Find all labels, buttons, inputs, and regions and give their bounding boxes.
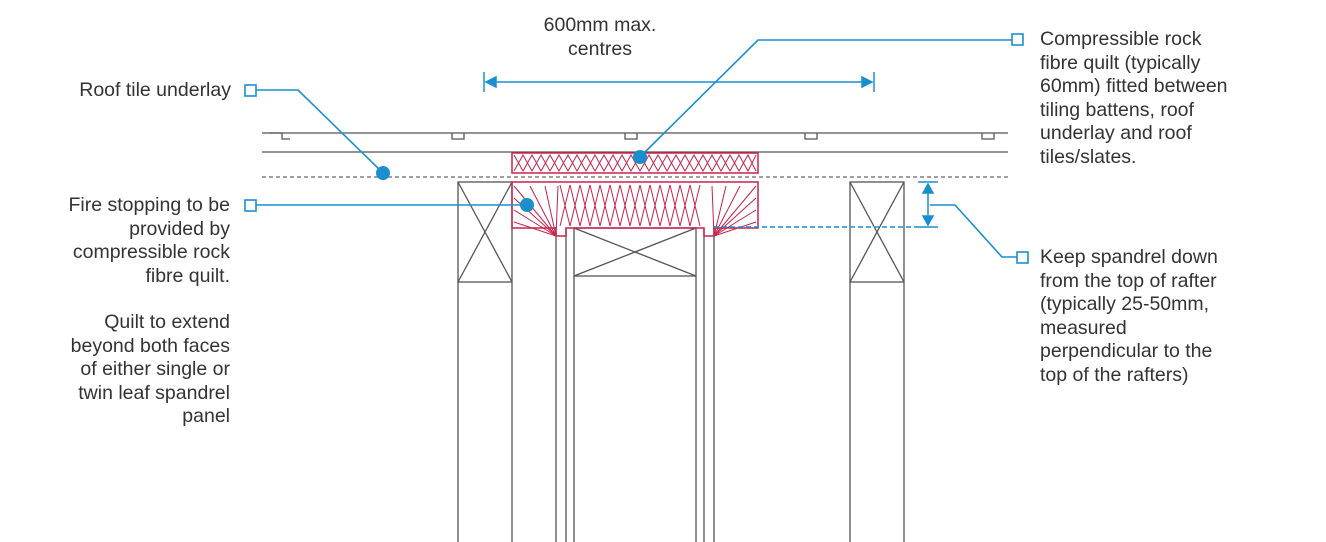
spacing-label: 600mm max. centres: [510, 14, 690, 61]
rock-fibre-quilt-label-line: fibre quilt (typically: [1040, 51, 1201, 74]
keep-spandrel-label-line: measured: [1040, 316, 1127, 339]
right-rafter: [849, 181, 905, 542]
rock-fibre-quilt-label-line: underlay and roof: [1040, 122, 1192, 144]
keep-spandrel-label-line: top of the rafters): [1040, 363, 1189, 386]
callout-marker-icon: [1011, 33, 1024, 46]
keep-spandrel-label: Keep spandrel down from the top of rafte…: [1040, 246, 1320, 387]
fire-stopping-label-line: compressible rock: [72, 241, 230, 263]
quilt-extend-label-line: twin leaf spandrel: [78, 381, 230, 404]
keep-spandrel-label-line: (typically 25-50mm,: [1040, 293, 1210, 315]
callout-dot-icon: [633, 150, 647, 164]
callout-keep-spandrel: [930, 204, 1029, 264]
quilt-extend-label-line: of either single or: [80, 358, 230, 380]
rock-fibre-quilt-label: Compressible rock fibre quilt (typically…: [1040, 28, 1320, 169]
quilt-extend-label: Quilt to extend beyond both faces of eit…: [4, 311, 230, 429]
fire-stopping-label: Fire stopping to be provided by compress…: [4, 194, 230, 288]
spandrel-panel: [555, 227, 715, 542]
quilt-extend-label-line: Quilt to extend: [104, 311, 230, 333]
keep-spandrel-label-line: perpendicular to the: [1040, 340, 1213, 362]
callout-dot-icon: [376, 166, 390, 180]
fire-stopping-label-line: fibre quilt.: [145, 264, 230, 287]
callout-marker-icon: [244, 84, 257, 97]
callout-marker-icon: [244, 199, 257, 212]
spacing-dimension: [483, 72, 875, 92]
roof-tiles-layer: [262, 132, 1008, 153]
rock-fibre-quilt-label-line: tiling battens, roof: [1040, 98, 1194, 121]
fire-stopping-label-line: provided by: [129, 217, 230, 240]
callout-dot-icon: [520, 198, 534, 212]
spacing-label-line: 600mm max.: [543, 14, 657, 36]
roof-underlay-label-line: Roof tile underlay: [79, 79, 231, 101]
quilt-extend-label-line: panel: [182, 405, 230, 427]
quilt-extend-label-line: beyond both faces: [70, 334, 230, 357]
rock-fibre-quilt-label-line: Compressible rock: [1040, 28, 1202, 50]
rock-fibre-quilt-label-line: tiles/slates.: [1040, 145, 1137, 168]
left-rafter: [457, 181, 513, 542]
spandrel-depth-dimension: [714, 181, 938, 228]
fire-stopping-label-line: Fire stopping to be: [68, 194, 230, 216]
spacing-label-line: centres: [568, 37, 632, 60]
rock-fibre-quilt-label-line: 60mm) fitted between: [1040, 75, 1228, 97]
callout-marker-icon: [1016, 251, 1029, 264]
callout-fire-stopping: [244, 198, 534, 212]
roof-underlay-label: Roof tile underlay: [10, 79, 231, 103]
callout-rock-fibre-quilt: [633, 33, 1024, 164]
keep-spandrel-label-line: Keep spandrel down: [1040, 246, 1218, 268]
keep-spandrel-label-line: from the top of rafter: [1040, 269, 1217, 292]
fire-stopping-quilt: [511, 181, 759, 237]
callout-roof-underlay: [244, 84, 390, 180]
